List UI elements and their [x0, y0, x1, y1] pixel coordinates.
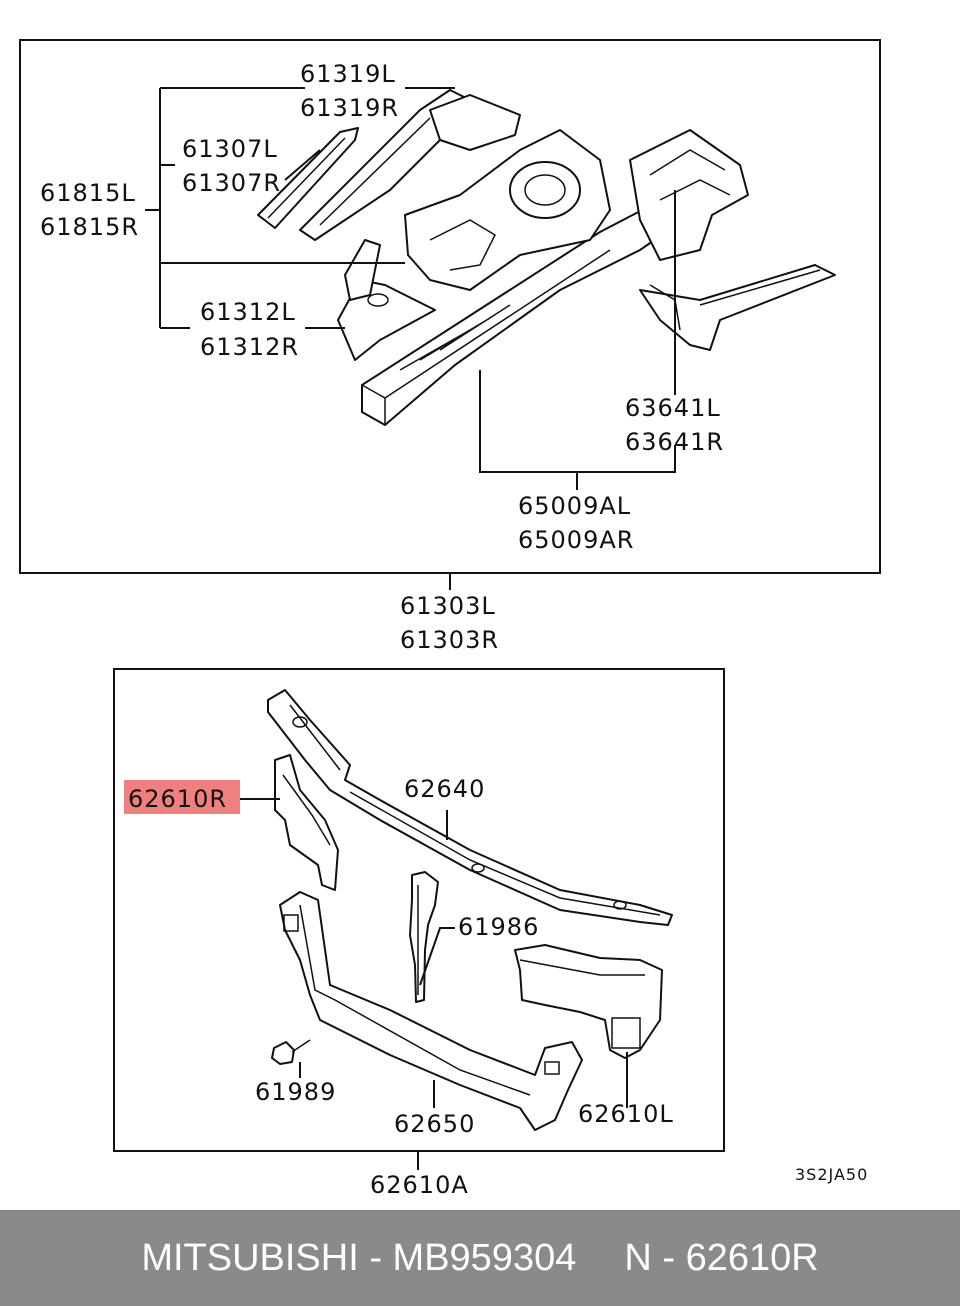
label-61303l: 61303L: [400, 592, 496, 620]
label-65009ar: 65009AR: [518, 526, 634, 554]
label-63641r: 63641R: [625, 428, 724, 456]
highlight-62610r: [124, 780, 240, 814]
radiator-support-drawing: [267, 689, 673, 1131]
label-62640: 62640: [404, 775, 485, 803]
label-62610a: 62610A: [370, 1171, 469, 1199]
label-61986: 61986: [458, 913, 539, 941]
diagram-code: 3S2JA50: [795, 1165, 868, 1184]
label-65009al: 65009AL: [518, 492, 631, 520]
label-61312r: 61312R: [200, 333, 299, 361]
label-62650: 62650: [394, 1110, 475, 1138]
label-61303r: 61303R: [400, 626, 499, 654]
label-61312l: 61312L: [200, 298, 296, 326]
label-62610r: 62610R: [128, 785, 227, 813]
label-61319r: 61319R: [300, 94, 399, 122]
label-61989: 61989: [255, 1078, 336, 1106]
front-side-member-drawing: [257, 89, 836, 426]
parts-diagram: 61319L 61319R 61307L 61307R 61815L 61815…: [19, 39, 881, 1199]
label-61307r: 61307R: [182, 169, 281, 197]
label-62610l: 62610L: [578, 1100, 674, 1128]
label-61815l: 61815L: [40, 179, 136, 207]
footer-brand-part: MITSUBISHI - MB959304: [141, 1236, 577, 1279]
upper-leader-lines: [145, 87, 676, 590]
label-61815r: 61815R: [40, 213, 139, 241]
label-61319l: 61319L: [300, 60, 396, 88]
footer-ref: N - 62610R: [624, 1236, 819, 1279]
label-63641l: 63641L: [625, 394, 721, 422]
footer-bar: MITSUBISHI - MB959304 N - 62610R: [0, 1210, 960, 1306]
lower-leader-lines: [240, 798, 628, 1170]
label-61307l: 61307L: [182, 135, 278, 163]
